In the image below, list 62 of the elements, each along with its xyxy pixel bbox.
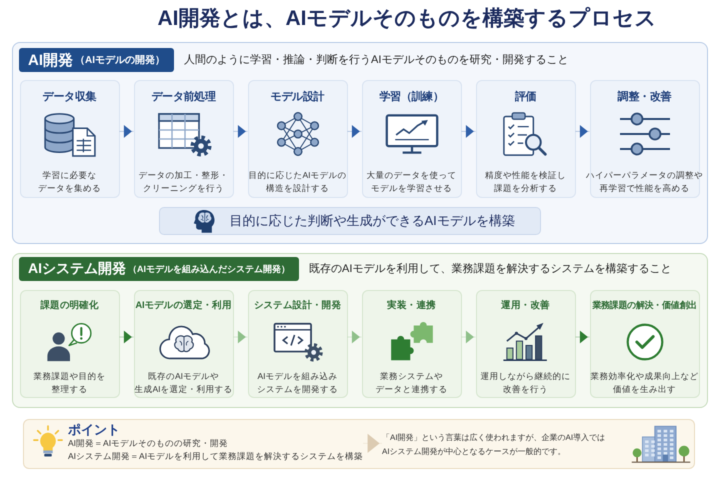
step-card xyxy=(134,290,234,398)
step-title: モデル設計 xyxy=(270,90,324,104)
arrow xyxy=(119,125,134,138)
step-title: システム設計・開発 xyxy=(254,298,342,312)
section-subheading: （AIモデルを組み込んだシステム開発） xyxy=(128,262,290,276)
section-heading: AI開発 xyxy=(28,50,73,70)
arrow xyxy=(575,125,590,138)
step-card xyxy=(248,290,348,398)
step-description: 目的に応じたAIモデルの構造を設計する xyxy=(248,168,347,194)
step-title: データ前処理 xyxy=(151,90,216,104)
step-title: 課題の明確化 xyxy=(40,298,99,312)
step-card xyxy=(20,80,120,198)
step-card xyxy=(248,80,348,198)
arrow xyxy=(119,330,134,344)
section-subheading: （AIモデルの開発） xyxy=(75,54,165,67)
step-card xyxy=(362,290,462,398)
section-heading: AIシステム開発 xyxy=(28,260,126,278)
step-description: ハイパーパラメータの調整や再学習で性能を高める xyxy=(586,168,703,194)
section-panel xyxy=(12,253,708,408)
point-panel xyxy=(23,419,695,469)
step-card xyxy=(476,80,576,198)
step-description: 業務システムやデータと連携する xyxy=(376,370,448,396)
section-description: 既存のAIモデルを利用して、業務課題を解決するシステムを構築すること xyxy=(309,262,672,276)
point-heading: ポイント xyxy=(68,422,120,437)
step-title: 調整・改善 xyxy=(618,89,672,104)
arrow xyxy=(347,330,362,344)
point-text: AIシステム開発＝AIモデルを利用して業務課題を解決するシステムを構築 xyxy=(68,450,364,463)
arrow xyxy=(575,330,590,344)
arrow xyxy=(233,330,248,344)
step-title: 業務課題の解決・価値創出 xyxy=(592,298,697,312)
step-title: AIモデルの選定・利用 xyxy=(135,298,232,312)
banner-text: 目的に応じた判断や生成ができるAIモデルを構築 xyxy=(230,212,515,228)
point-text: AI開発＝AIモデルそのものの研究・開発 xyxy=(68,437,228,450)
result-banner xyxy=(158,206,540,234)
step-title: 評価 xyxy=(514,90,536,104)
step-card xyxy=(20,290,120,398)
section-description: 人間のように学習・推論・判断を行うAIモデルそのものを研究・開発すること xyxy=(184,52,568,67)
arrow xyxy=(233,125,248,138)
step-title: 学習（訓練） xyxy=(379,90,444,104)
step-description: 運用しながら継続的に改善を行う xyxy=(480,370,570,396)
step-description: データの加工・整形・クリーニングを行う xyxy=(138,168,228,194)
arrow xyxy=(461,125,476,138)
step-title: 運用・改善 xyxy=(501,298,550,312)
arrow xyxy=(347,125,362,138)
step-description: 精度や性能を検証し課題を分析する xyxy=(485,168,566,194)
arrow xyxy=(362,434,382,453)
step-card xyxy=(476,290,576,398)
arrow xyxy=(461,330,476,344)
step-description: 学習に必要なデータを集める xyxy=(38,168,101,194)
step-description: 大量のデータを使ってモデルを学習させる xyxy=(366,168,456,194)
step-title: データ収集 xyxy=(42,90,96,104)
step-description: 既存のAIモデルや生成AIを選定・利用する xyxy=(134,370,233,396)
step-card xyxy=(590,290,700,398)
section-panel xyxy=(12,42,708,244)
step-description: 業務課題や目的を整理する xyxy=(34,370,106,396)
step-card xyxy=(362,80,462,198)
page-title: AI開発とは、AIモデルそのものを構築するプロセス xyxy=(158,6,656,32)
step-description: 業務効率化や成果向上など価値を生み出す xyxy=(590,370,698,396)
step-description: AIモデルを組み込みシステムを開発する xyxy=(257,370,338,396)
note-text: 「AI開発」という言葉は広く使われますが、企業のAI導入ではAIシステム開発が中心となるケースが一般的です。 xyxy=(382,431,606,459)
step-card xyxy=(134,80,234,198)
step-title: 実装・連携 xyxy=(387,298,436,312)
